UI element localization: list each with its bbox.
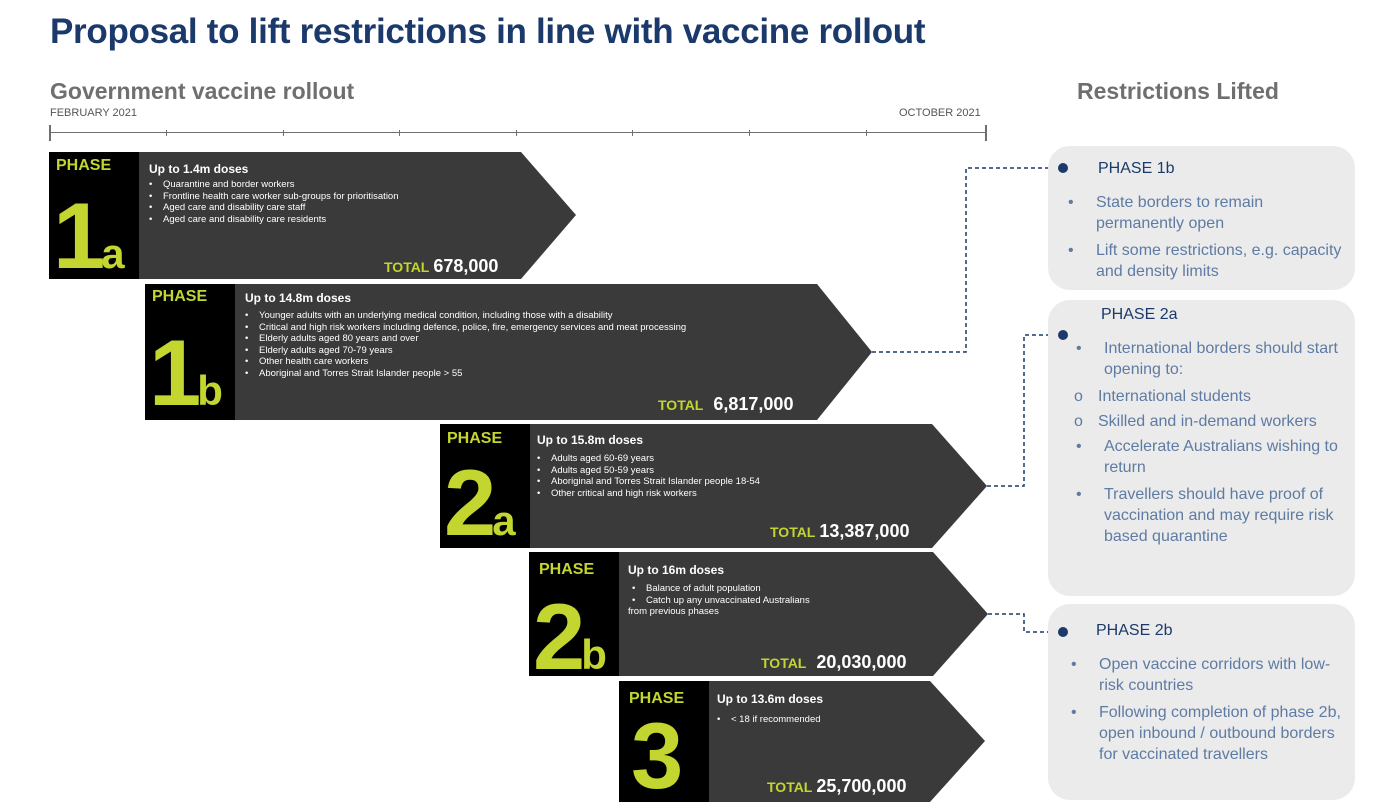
timeline-tick xyxy=(749,130,750,136)
phase-word: PHASE xyxy=(152,288,208,305)
timeline-tick xyxy=(399,130,400,136)
phase-number: 1b xyxy=(149,320,223,425)
restriction-box-1b: PHASE 1b State borders to remain permane… xyxy=(1048,146,1355,290)
phase-doses: Up to 15.8m doses xyxy=(537,433,644,447)
list-item: Adults aged 50-59 years xyxy=(537,465,760,477)
list-item: Skilled and in-demand workers xyxy=(1060,411,1346,432)
phase-number: 1a xyxy=(53,183,125,288)
phase-groups-list: Balance of adult population Catch up any… xyxy=(628,583,810,618)
restriction-list: Open vaccine corridors with low-risk cou… xyxy=(1071,654,1349,771)
phase-doses: Up to 1.4m doses xyxy=(149,162,249,176)
timeline-end-cap xyxy=(985,125,987,141)
restriction-list: International borders should start openi… xyxy=(1074,338,1346,553)
connector-dot xyxy=(1058,163,1068,173)
timeline-tick xyxy=(516,130,517,136)
list-item: Following completion of phase 2b, open i… xyxy=(1071,702,1349,765)
restriction-box-2a: PHASE 2a International borders should st… xyxy=(1048,300,1355,596)
phase-doses: Up to 14.8m doses xyxy=(245,291,352,305)
list-item: Elderly adults aged 80 years and over xyxy=(245,333,686,345)
phase-badge xyxy=(49,152,139,279)
list-item: from previous phases xyxy=(628,606,719,617)
list-item: Adults aged 60-69 years xyxy=(537,453,760,465)
page-title: Proposal to lift restrictions in line wi… xyxy=(50,12,926,51)
list-item: Aged care and disability care residents xyxy=(149,214,399,226)
restriction-list: State borders to remain permanently open… xyxy=(1068,192,1344,288)
list-item: Aboriginal and Torres Strait Islander pe… xyxy=(245,368,686,380)
restriction-title: PHASE 1b xyxy=(1098,160,1175,177)
list-item: Quarantine and border workers xyxy=(149,179,399,191)
list-item: Frontline health care worker sub-groups … xyxy=(149,191,399,203)
timeline-tick xyxy=(632,130,633,136)
timeline-start-cap xyxy=(49,125,51,141)
timeline-tick xyxy=(866,130,867,136)
phase-number: 3 xyxy=(631,703,683,808)
phase-doses: Up to 13.6m doses xyxy=(717,692,824,706)
phase-groups-list: Younger adults with an underlying medica… xyxy=(245,310,686,379)
list-item: Elderly adults aged 70-79 years xyxy=(245,345,686,357)
right-heading: Restrictions Lifted xyxy=(1077,78,1279,104)
list-item: Lift some restrictions, e.g. capacity an… xyxy=(1068,240,1344,282)
list-item: Other critical and high risk workers xyxy=(537,488,760,500)
phase-word: PHASE xyxy=(629,690,685,707)
list-item: Other health care workers xyxy=(245,356,686,368)
phase-badge xyxy=(529,552,619,676)
list-item: Aboriginal and Torres Strait Islander pe… xyxy=(537,476,760,488)
phase-groups-list: < 18 if recommended xyxy=(717,714,821,726)
list-item: Travellers should have proof of vaccinat… xyxy=(1076,484,1346,547)
list-item: < 18 if recommended xyxy=(717,714,821,726)
timeline-axis xyxy=(50,132,986,133)
phase-word: PHASE xyxy=(447,430,503,447)
phase-badge xyxy=(440,424,530,548)
connector-1b xyxy=(872,167,1063,353)
phase-groups-list: Quarantine and border workers Frontline … xyxy=(149,179,399,225)
list-item: Critical and high risk workers including… xyxy=(245,322,686,334)
phase-number: 2b xyxy=(533,584,607,689)
phase-badge xyxy=(619,681,709,802)
phase-word: PHASE xyxy=(56,157,112,174)
list-item: Catch up any unvaccinated Australians xyxy=(632,595,810,607)
connector-dot xyxy=(1058,330,1068,340)
list-item: Balance of adult population xyxy=(632,583,810,595)
connector-2a xyxy=(987,334,1063,487)
restriction-title: PHASE 2b xyxy=(1096,622,1173,639)
timeline-start-label: FEBRUARY 2021 xyxy=(50,107,138,119)
connector-2b xyxy=(988,613,1063,633)
phase-word: PHASE xyxy=(539,561,595,578)
timeline-end-label: OCTOBER 2021 xyxy=(899,107,981,119)
list-item: State borders to remain permanently open xyxy=(1068,192,1344,234)
phase-groups-list: Adults aged 60-69 years Adults aged 50-5… xyxy=(537,453,760,499)
phase-badge xyxy=(145,284,235,420)
phase-doses: Up to 16m doses xyxy=(628,563,725,577)
restriction-title: PHASE 2a xyxy=(1101,306,1178,323)
list-item: International students xyxy=(1060,386,1346,407)
list-item: Open vaccine corridors with low-risk cou… xyxy=(1071,654,1349,696)
list-item: Aged care and disability care staff xyxy=(149,202,399,214)
restriction-box-2b: PHASE 2b Open vaccine corridors with low… xyxy=(1048,604,1355,800)
list-item: Younger adults with an underlying medica… xyxy=(245,310,686,322)
list-item: International borders should start openi… xyxy=(1076,338,1346,380)
list-item: Accelerate Australians wishing to return xyxy=(1076,436,1346,478)
timeline-tick xyxy=(166,130,167,136)
timeline-tick xyxy=(283,130,284,136)
connector-dot xyxy=(1058,627,1068,637)
phase-number: 2a xyxy=(444,450,516,555)
left-heading: Government vaccine rollout xyxy=(50,78,355,104)
